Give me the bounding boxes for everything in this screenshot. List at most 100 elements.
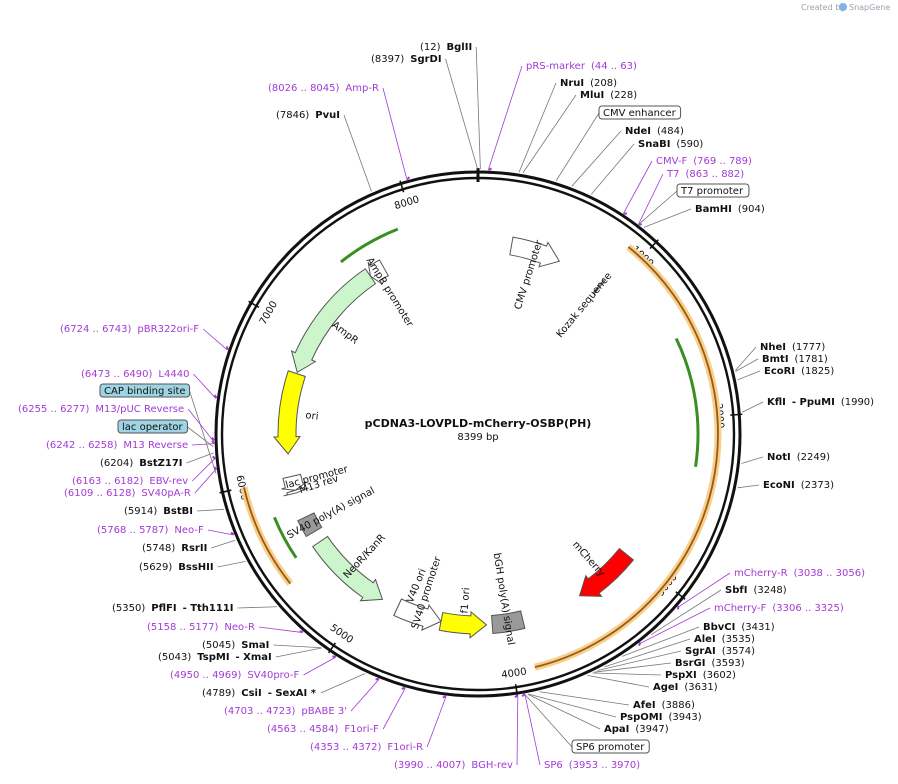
site-position: L4440 (158, 369, 189, 380)
site-name: BglII (447, 42, 473, 53)
site-label: (3990 .. 4007)BGH-rev (394, 760, 513, 771)
site-leader (426, 696, 447, 748)
tick-mark (327, 642, 337, 654)
site-position: (5629) (139, 562, 172, 573)
site-position: (1777) (792, 342, 825, 353)
site-name: SnaBI (638, 139, 670, 150)
site-leader (650, 589, 722, 635)
tick-mark (675, 591, 686, 600)
site-position: (3631) (684, 682, 717, 693)
feature-tag-box (676, 183, 750, 198)
site-label: (5748)RsrII (142, 543, 207, 554)
site-position: CMV-F (656, 156, 687, 167)
site-label: SP6(3953 .. 3970) (544, 760, 640, 771)
site-label: (8397)SgrDI (371, 54, 442, 65)
site-leader (737, 484, 760, 489)
site-position: (4703 .. 4723) (224, 706, 296, 717)
site-position: (228) (610, 90, 637, 101)
site-position: SV40pro-F (247, 670, 299, 681)
feature-label: f1 ori (459, 587, 472, 614)
site-label: lac operator (122, 422, 183, 433)
site-position: mCherry-R (734, 568, 788, 579)
site-leader (445, 58, 478, 170)
site-leader (737, 370, 761, 381)
site-position: lac operator (122, 422, 183, 433)
feature-label: NeoR/KanR (342, 532, 388, 580)
site-name: CsiI (241, 688, 261, 699)
site-position: (3535) (722, 634, 755, 645)
feature-arrow (393, 598, 442, 632)
site-position: (3990 .. 4007) (394, 760, 466, 771)
site-leader (639, 190, 678, 225)
site-leader (382, 87, 408, 179)
site-leader (350, 679, 379, 712)
site-label: (12) BglII (420, 42, 472, 53)
feature-label: mCherry (570, 539, 607, 579)
site-name: SgrAI (685, 646, 716, 657)
orf-green-arrow (273, 516, 298, 559)
site-position: CAP binding site (104, 386, 186, 397)
site-position: (6242 .. 6258) (46, 440, 118, 451)
site-name: MluI (580, 90, 604, 101)
site-position: (6109 .. 6128) (64, 488, 136, 499)
primer-mark (442, 695, 447, 699)
site-label: (6242 .. 6258) M13 Reverse (46, 440, 188, 451)
site-name: TspMI (197, 652, 229, 663)
site-label: CMV enhancer (603, 108, 677, 119)
site-leader (623, 160, 653, 213)
tick-mark (399, 180, 405, 193)
site-leader (475, 46, 481, 170)
site-name: ApaI (604, 724, 629, 735)
feature-arrow (297, 512, 323, 538)
site-leader (187, 426, 214, 448)
site-name: NdeI (625, 126, 651, 137)
site-leader (189, 390, 217, 474)
site-label: SnaBI(590) (638, 139, 703, 150)
site-name: EcoRI (764, 366, 795, 377)
site-name: PflFI (151, 603, 176, 614)
site-leader (211, 539, 236, 549)
site-name: SbfI (725, 585, 747, 596)
site-name: AfeI (633, 700, 656, 711)
site-position: (12) (420, 42, 441, 53)
site-position: F1ori-R (387, 742, 423, 753)
tick-mark (248, 300, 260, 309)
feature-arrow (592, 278, 607, 295)
site-label: (4703 .. 4723)pBABE 3' (224, 706, 347, 717)
orf-green-arrow (674, 337, 700, 468)
site-position: EBV-rev (149, 476, 188, 487)
feature-arrow (312, 535, 384, 602)
site-label: PspOMI(3943) (620, 712, 702, 723)
orf-line (243, 487, 291, 585)
site-leader (320, 673, 366, 694)
feature-arrow (272, 370, 306, 455)
site-label: (6163 .. 6182)EBV-rev (72, 476, 188, 487)
site-position: M13 Reverse (123, 440, 188, 451)
site-position: Amp-R (345, 83, 379, 94)
feature-arrow (438, 610, 488, 639)
site-leader (524, 694, 541, 766)
feature-label: AmpR (330, 320, 360, 347)
site-name: - Tth111I (183, 603, 234, 614)
site-name: PspOMI (620, 712, 662, 723)
site-label: (5629)BssHII (139, 562, 214, 573)
site-label: PspXI(3602) (665, 670, 736, 681)
site-position: (5768 .. 5787) (97, 525, 169, 536)
site-leader (237, 606, 278, 609)
site-position: (5914) (124, 506, 157, 517)
site-leader (516, 695, 519, 766)
site-leader (638, 173, 664, 224)
site-label: MluI (228) (580, 90, 637, 101)
site-leader (592, 672, 662, 676)
primer-mark (406, 176, 411, 181)
site-name: AgeI (653, 682, 678, 693)
site-position: (6473 .. 6490) (81, 369, 153, 380)
site-leader (488, 65, 523, 170)
site-position: CMV enhancer (603, 108, 677, 119)
site-label: (6109 .. 6128)SV40pA-R (64, 488, 191, 499)
credit-prefix: Created by (801, 3, 845, 12)
site-leader (587, 675, 650, 688)
site-position: (2249) (797, 452, 830, 463)
site-name: - PpuMI (792, 397, 835, 408)
